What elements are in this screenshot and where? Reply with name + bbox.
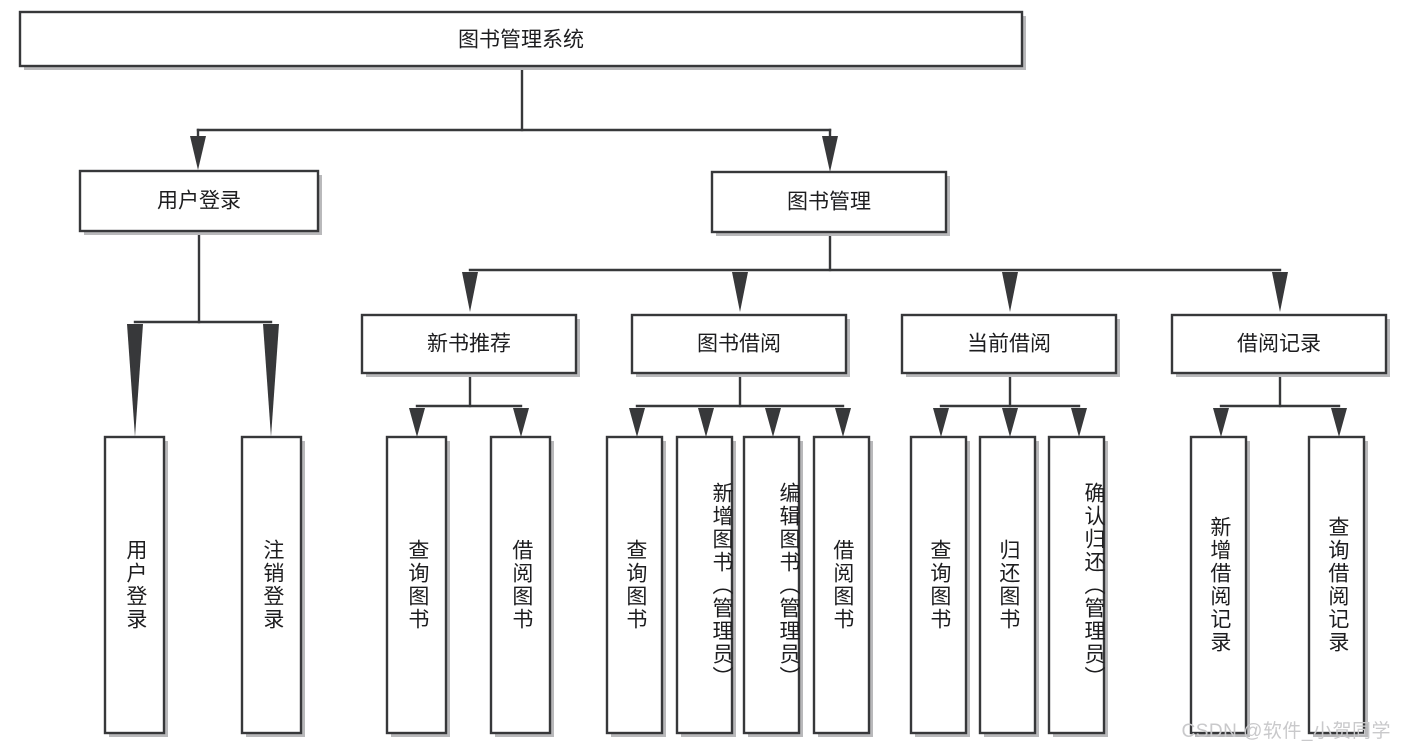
leaf-box: [103, 435, 166, 735]
arrowhead-bb-leaf-1: [629, 408, 645, 437]
arrowhead-nb-leaf-2: [513, 408, 529, 437]
leaf-box: [978, 435, 1037, 735]
node-book-manage-label: 图书管理: [787, 191, 871, 214]
arrowhead-current-borrow: [1002, 272, 1018, 312]
node-book-manage-box: [710, 170, 948, 234]
arrowhead-book-manage: [822, 136, 838, 172]
node-root-label: 图书管理系统: [458, 29, 584, 52]
leaf-box: [909, 435, 968, 735]
leaf-node-current-borrow-2[interactable]: [978, 435, 1039, 737]
arrowhead-cb-leaf-1: [933, 408, 949, 437]
leaf-box: [1307, 435, 1366, 735]
connector-group-book-manage: [462, 231, 1288, 312]
connector-group-user-login: [127, 230, 279, 437]
arrowhead-book-borrow: [732, 272, 748, 312]
arrowhead-bb-leaf-3: [765, 408, 781, 437]
connector-group-current-borrow: [933, 375, 1087, 437]
connector-group-borrow-record: [1213, 375, 1347, 437]
node-user-login-label: 用户登录: [157, 190, 241, 213]
arrowhead-new-book: [462, 272, 478, 312]
leaf-node-book-borrow-2[interactable]: [675, 435, 736, 737]
leaf-box: [240, 435, 303, 735]
node-book-borrow-box: [630, 313, 848, 375]
leaf-node-book-borrow-4[interactable]: [812, 435, 873, 737]
arrowhead-cb-leaf-2: [1002, 408, 1018, 437]
leaf-box: [675, 435, 734, 735]
leaf-box: [385, 435, 448, 735]
leaf-node-current-borrow-3[interactable]: [1047, 435, 1108, 737]
node-user-login-box: [78, 169, 320, 233]
connector-group-new-book: [409, 375, 529, 437]
node-user-login[interactable]: 用户登录: [78, 169, 322, 235]
leaf-node-borrow-record-2[interactable]: [1307, 435, 1368, 737]
leaf-node-borrow-record-1[interactable]: [1189, 435, 1250, 737]
leaf-node-new-book-1[interactable]: [385, 435, 450, 737]
node-borrow-record-label: 借阅记录: [1237, 333, 1321, 356]
node-new-book-label: 新书推荐: [427, 333, 511, 356]
node-root[interactable]: 图书管理系统: [18, 10, 1026, 70]
node-book-manage[interactable]: 图书管理: [710, 170, 950, 236]
leaf-box: [812, 435, 871, 735]
node-borrow-record-box: [1170, 313, 1388, 375]
node-borrow-record[interactable]: 借阅记录: [1170, 313, 1390, 377]
arrowhead-cb-leaf-3: [1071, 408, 1087, 437]
node-book-borrow[interactable]: 图书借阅: [630, 313, 850, 377]
arrowhead-br-leaf-2: [1331, 408, 1347, 437]
node-current-borrow-label: 当前借阅: [967, 333, 1051, 356]
leaf-box: [742, 435, 801, 735]
leaf-node-new-book-2[interactable]: [489, 435, 554, 737]
leaf-box: [1047, 435, 1106, 735]
arrowhead-nb-leaf-1: [409, 408, 425, 437]
leaf-box: [489, 435, 552, 735]
leaf-node-book-borrow-3[interactable]: [742, 435, 803, 737]
arrowhead-user-login: [190, 136, 206, 170]
connector-group-root: [190, 68, 838, 172]
node-current-borrow-box: [900, 313, 1118, 375]
leaf-node-user-login-1[interactable]: [103, 435, 168, 737]
arrowhead-ul-leaf-2: [263, 324, 279, 437]
node-current-borrow[interactable]: 当前借阅: [900, 313, 1120, 377]
leaf-node-current-borrow-1[interactable]: [909, 435, 970, 737]
node-book-borrow-label: 图书借阅: [697, 333, 781, 356]
node-new-book-box: [360, 313, 578, 375]
arrowhead-bb-leaf-2: [698, 408, 714, 437]
arrowhead-ul-leaf-1: [127, 324, 143, 437]
leaf-node-user-login-2[interactable]: [240, 435, 305, 737]
connector-group-book-borrow: [629, 375, 851, 437]
leaf-box: [1189, 435, 1248, 735]
node-root-box: [18, 10, 1024, 68]
leaf-box: [605, 435, 664, 735]
arrowhead-bb-leaf-4: [835, 408, 851, 437]
watermark-text: CSDN @软件_小贺同学: [1181, 721, 1391, 742]
node-new-book-recommend[interactable]: 新书推荐: [360, 313, 580, 377]
arrowhead-borrow-record: [1272, 272, 1288, 312]
arrowhead-br-leaf-1: [1213, 408, 1229, 437]
leaf-node-book-borrow-1[interactable]: [605, 435, 666, 737]
